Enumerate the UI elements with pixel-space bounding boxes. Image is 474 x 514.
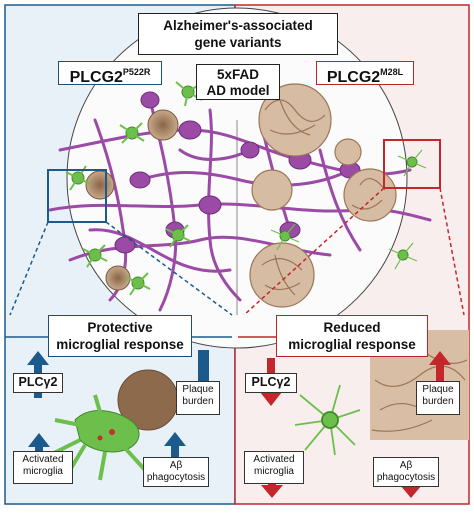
microglia-tissue bbox=[65, 81, 427, 296]
gene-variant-right: M28L bbox=[380, 67, 404, 77]
plc-label-right: PLCγ2 bbox=[245, 373, 297, 393]
microglia-icon bbox=[119, 122, 145, 144]
activated-microglia-left: Activated microglia bbox=[13, 451, 73, 484]
response-right-line-2: microglial response bbox=[288, 337, 416, 352]
gene-variant-left: P522R bbox=[122, 67, 151, 77]
amyloid-plaque-icon bbox=[249, 242, 315, 308]
plaque-burden-left-line-2: burden bbox=[182, 396, 214, 407]
model-line-1: 5xFAD bbox=[216, 67, 260, 82]
neuron-icon bbox=[129, 171, 151, 189]
activated-microglia-right-line-1: Activated bbox=[253, 454, 295, 465]
up-arrow-icon bbox=[429, 351, 451, 398]
amyloid-plaque-icon bbox=[85, 170, 115, 200]
abeta-phagocytosis-right-line-2: phagocytosis bbox=[376, 472, 436, 483]
neuron-icon bbox=[240, 141, 260, 159]
zoom-lines-right bbox=[243, 187, 465, 316]
zoom-lines-left bbox=[9, 221, 233, 316]
title-box: Alzheimer's-associated gene variants bbox=[138, 13, 338, 55]
abeta-phagocytosis-left-line-1: Aβ bbox=[169, 460, 183, 471]
response-left-line-1: Protective bbox=[87, 320, 153, 335]
microglia-icon bbox=[397, 149, 427, 177]
zoom-box-left bbox=[47, 169, 107, 223]
gene-label-right: PLCG2M28L bbox=[316, 61, 414, 86]
response-box-left: Protective microglial response bbox=[48, 315, 192, 357]
up-arrow-icon bbox=[164, 432, 186, 470]
amyloid-plaque-icon bbox=[147, 109, 179, 141]
microglia-icon bbox=[270, 223, 300, 251]
microglia-icon bbox=[175, 81, 203, 107]
microglia-icon bbox=[294, 384, 361, 456]
plaque-burden-left: Plaque burden bbox=[176, 381, 220, 415]
plaque-burden-right-line-1: Plaque bbox=[422, 384, 454, 395]
plaques-right bbox=[249, 83, 397, 308]
microglia-icon bbox=[49, 394, 147, 481]
title-line-2: gene variants bbox=[194, 35, 282, 50]
neuron-icon bbox=[114, 236, 136, 254]
title-line-1: Alzheimer's-associated bbox=[163, 18, 313, 33]
abeta-phagocytosis-right-line-1: Aβ bbox=[399, 460, 413, 471]
activated-microglia-left-line-2: microglia bbox=[22, 466, 63, 477]
abeta-phagocytosis-left: Aβ phagocytosis bbox=[143, 457, 209, 487]
microglia-icon bbox=[82, 244, 108, 268]
microglia-icon bbox=[388, 242, 418, 270]
amyloid-plaque-icon bbox=[343, 168, 397, 222]
gene-base-right: PLCG2 bbox=[326, 69, 381, 86]
zoom-box-right bbox=[383, 139, 441, 189]
plc-label-left: PLCγ2 bbox=[13, 373, 63, 393]
amyloid-plaque-icon bbox=[334, 138, 362, 166]
microglia-icon bbox=[65, 165, 91, 191]
neuron-icon bbox=[140, 91, 160, 109]
microglia-icon bbox=[165, 224, 191, 248]
amyloid-plaque-icon bbox=[258, 83, 332, 157]
gene-label-left: PLCG2P522R bbox=[58, 61, 162, 86]
abeta-phagocytosis-left-line-2: phagocytosis bbox=[146, 472, 206, 483]
plaque-burden-right: Plaque burden bbox=[416, 381, 460, 415]
neuron-icon bbox=[198, 195, 222, 215]
response-box-right: Reduced microglial response bbox=[276, 315, 428, 357]
activated-microglia-left-line-1: Activated bbox=[22, 454, 64, 465]
microglia-icon bbox=[125, 272, 151, 296]
model-line-2: AD model bbox=[206, 83, 270, 98]
neuron-icon bbox=[178, 120, 202, 140]
model-box: 5xFAD AD model bbox=[196, 64, 280, 100]
amyloid-plaque-icon bbox=[251, 169, 293, 211]
plaque-burden-right-line-2: burden bbox=[422, 396, 454, 407]
gene-base-left: PLCG2 bbox=[69, 69, 123, 86]
activated-microglia-right: Activated microglia bbox=[244, 451, 304, 484]
response-right-line-1: Reduced bbox=[323, 320, 381, 335]
activated-microglia-right-line-2: microglia bbox=[253, 466, 294, 477]
abeta-phagocytosis-right: Aβ phagocytosis bbox=[373, 457, 439, 487]
response-left-line-2: microglial response bbox=[56, 337, 184, 352]
plaque-burden-left-line-1: Plaque bbox=[182, 384, 214, 395]
